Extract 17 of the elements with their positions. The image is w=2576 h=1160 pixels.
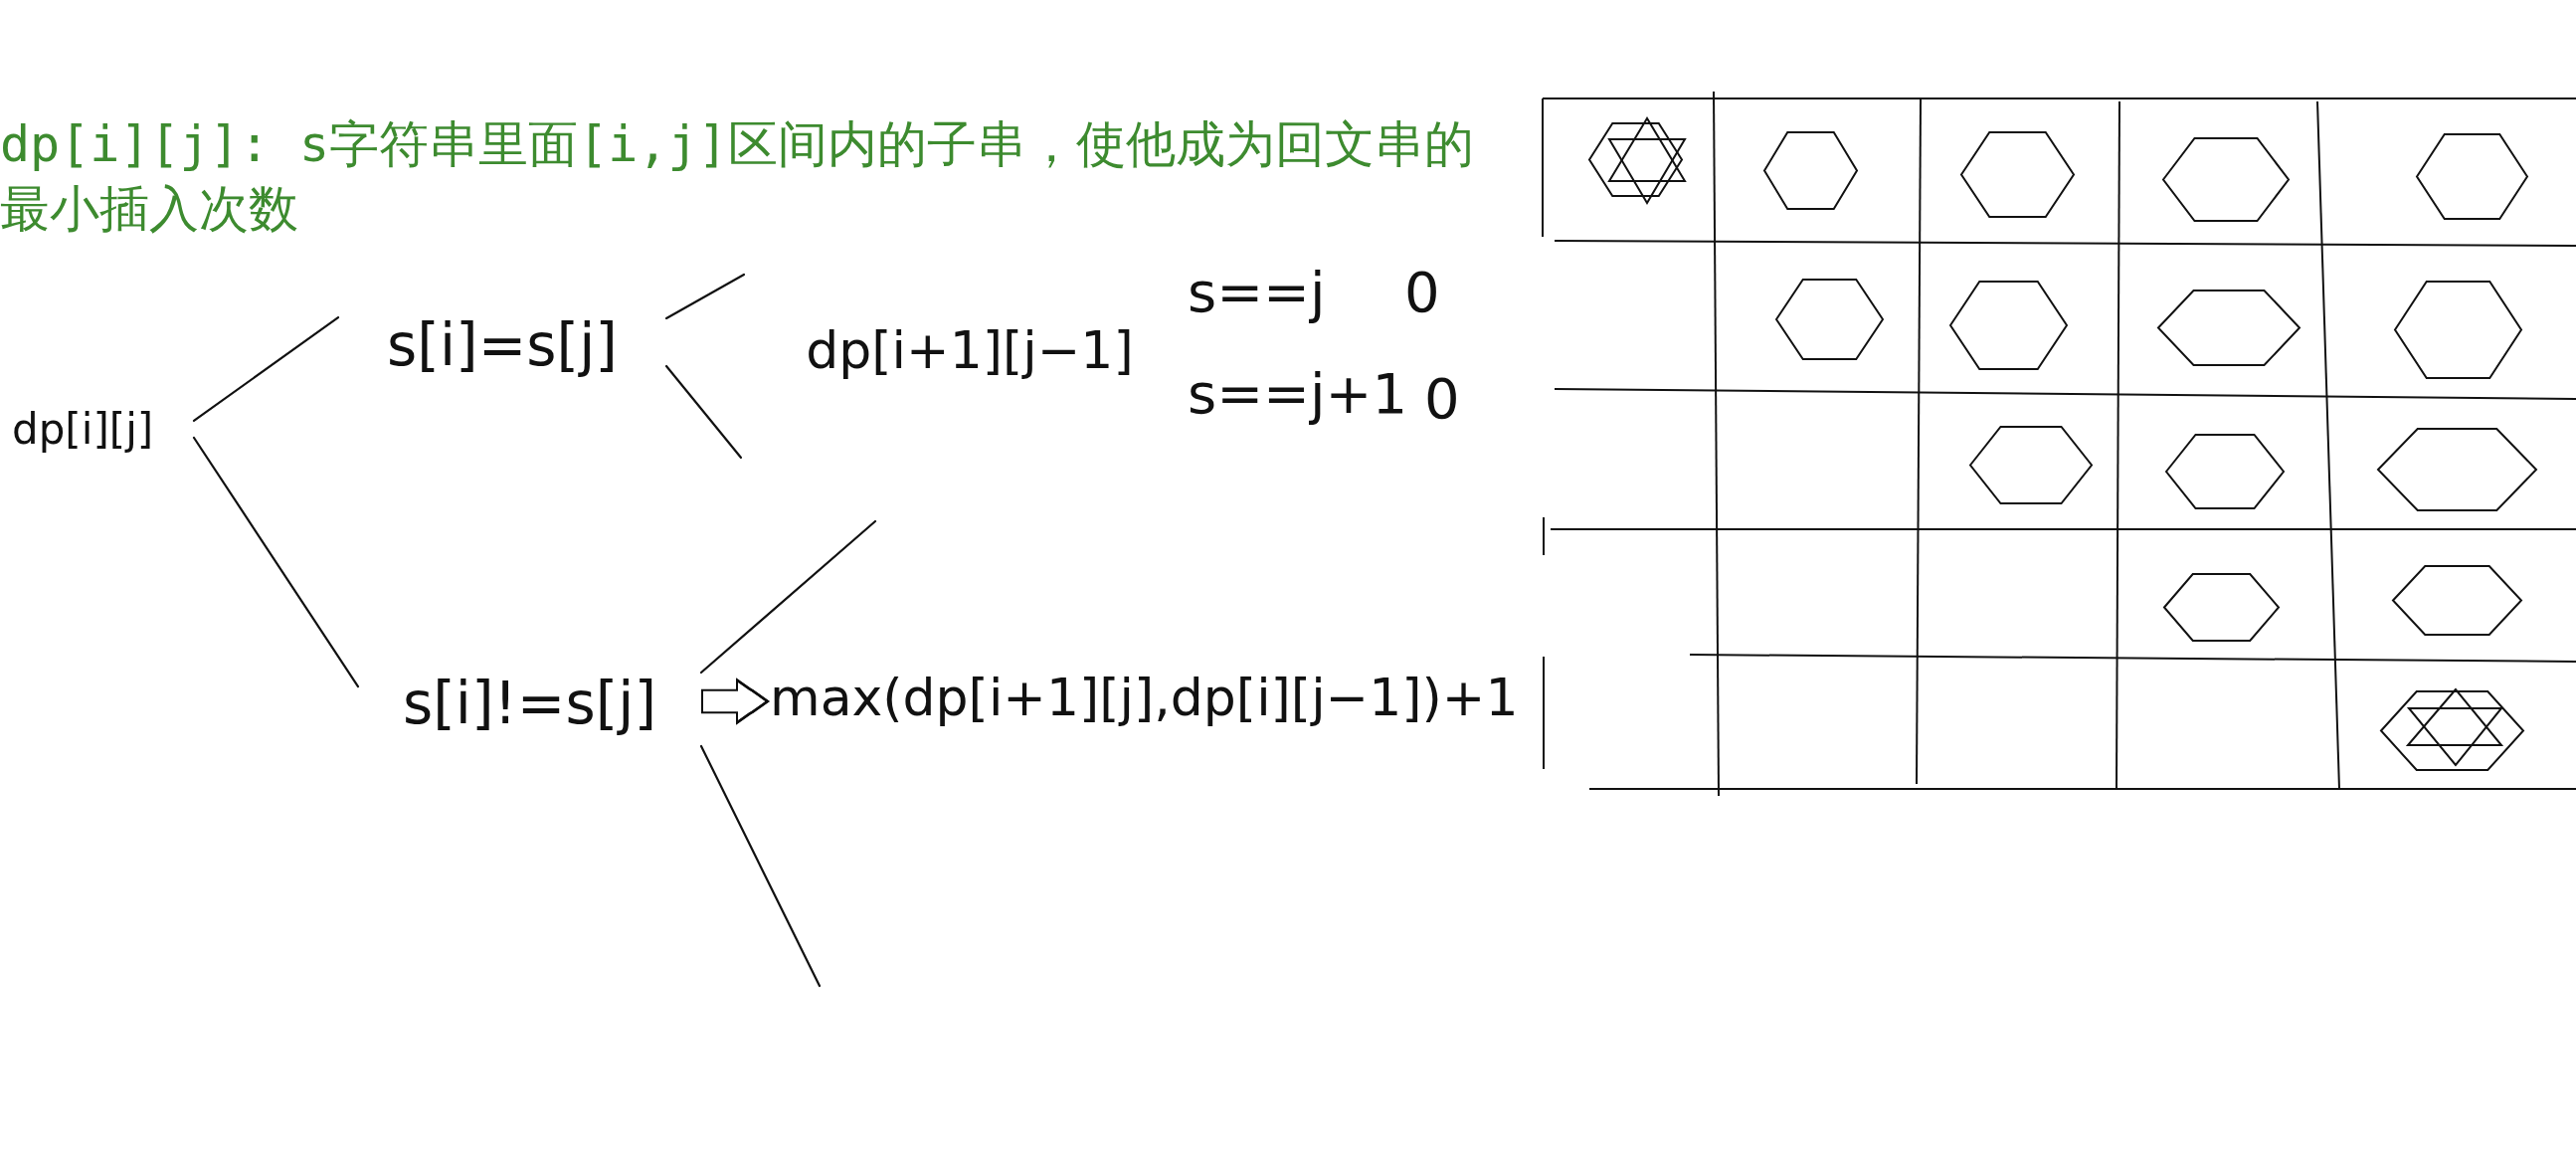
case-text: s==j — [1188, 261, 1326, 325]
branch-line — [699, 744, 822, 988]
value-text: 0 — [1424, 367, 1460, 432]
branch-line — [699, 519, 877, 675]
formula-text: dp[i+1][j−1] — [806, 318, 1134, 382]
case-text: s==j+1 — [1188, 362, 1408, 427]
value-text: 0 — [1404, 261, 1440, 325]
condition-text: s[i]=s[j] — [387, 310, 618, 381]
block-arrow — [701, 677, 770, 725]
branch-line — [664, 273, 746, 320]
branch-line — [664, 364, 743, 460]
branch-line — [192, 436, 360, 688]
branch-line — [192, 315, 340, 423]
formula-text: max(dp[i+1][j],dp[i][j−1])+1 — [770, 666, 1519, 729]
definition-text: dp[i][j]: s字符串里面[i,j]区间内的子串，使他成为回文串的最小插入次数 — [0, 114, 1475, 240]
condition-text: s[i]!=s[j] — [403, 669, 656, 739]
state-text: dp[i][j] — [12, 405, 154, 456]
